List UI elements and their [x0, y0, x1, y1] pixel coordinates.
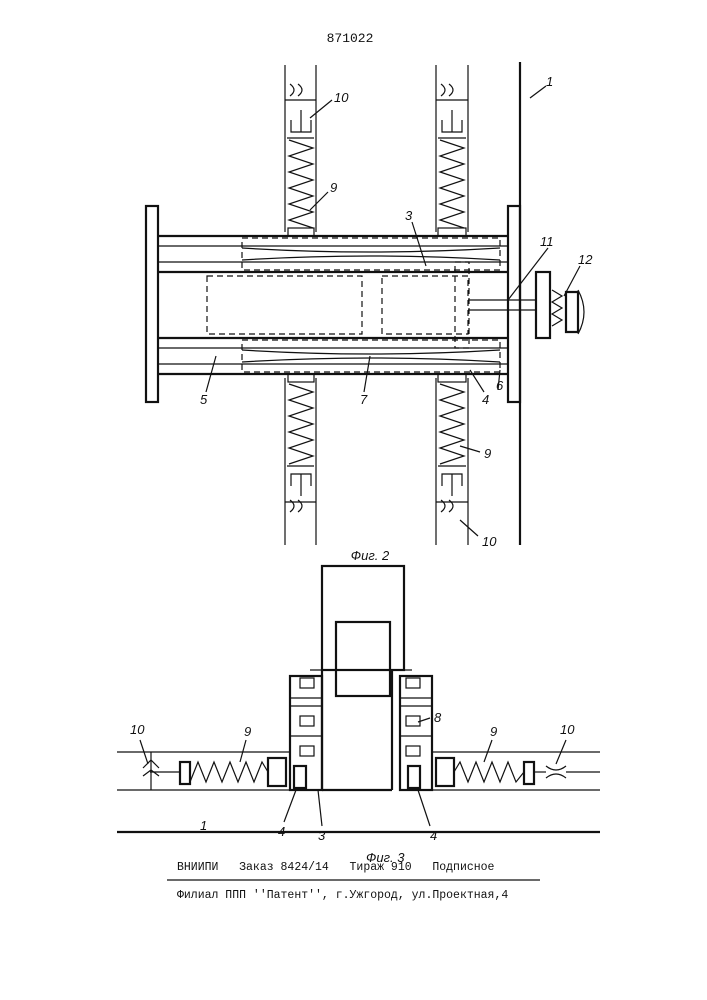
fig3-leader-lines: [140, 718, 566, 826]
figure-2-caption: Фиг. 2: [351, 548, 390, 563]
carriage-dashed: [207, 262, 469, 348]
label-10-bottom: 10: [482, 534, 497, 549]
central-column: [310, 566, 412, 790]
label-11: 11: [540, 234, 554, 249]
label-9-bottom: 9: [484, 446, 491, 461]
label-1: 1: [546, 74, 553, 89]
label-6: 6: [496, 378, 504, 393]
spring-mount-top-left: [288, 228, 314, 236]
label-9-right: 9: [490, 724, 497, 739]
figure-2-labels: 1 10 9 3 11 12 5 7 4 6 9 10: [200, 74, 593, 549]
label-10-left: 10: [130, 722, 145, 737]
label-7: 7: [360, 392, 368, 407]
label-9-left: 9: [244, 724, 251, 739]
left-end-plate: [146, 206, 158, 402]
label-5: 5: [200, 392, 208, 407]
figure-3-labels: 10 9 8 9 10 1 4 3 4: [130, 710, 575, 843]
right-spring-assembly: [436, 758, 600, 786]
label-3-fig3: 3: [318, 828, 326, 843]
spring-mount-bottom-left: [288, 374, 314, 382]
right-end-plate: [508, 206, 520, 402]
spring-top: [287, 138, 466, 228]
label-1-fig3: 1: [200, 818, 207, 833]
break-marks-bottom: [285, 500, 468, 512]
left-carriage: [290, 676, 322, 790]
label-9-top: 9: [330, 180, 337, 195]
publication-footer: ВНИИПИ Заказ 8424/14 Тираж 910 Подписное…: [167, 861, 540, 902]
figure-2: 1 10 9 3 11 12 5 7 4 6 9 10 Фиг. 2: [146, 62, 593, 563]
right-carriage: [400, 676, 432, 790]
left-spring-assembly: [143, 752, 286, 790]
label-3: 3: [405, 208, 413, 223]
footer-line-2: Филиал ППП ''Патент'', г.Ужгород, ул.Про…: [177, 889, 508, 902]
rails: [285, 62, 520, 545]
leader-lines: [206, 86, 580, 536]
actuator: [468, 272, 584, 338]
spring-mount-top-right: [438, 228, 466, 236]
rods-dashed: [242, 238, 500, 372]
label-10-top: 10: [334, 90, 349, 105]
label-12: 12: [578, 252, 593, 267]
spring-mount-bottom-right: [438, 374, 466, 382]
label-10-right: 10: [560, 722, 575, 737]
figure-3: 10 9 8 9 10 1 4 3 4 Фиг. 3: [117, 566, 600, 865]
label-8: 8: [434, 710, 442, 725]
footer-line-1: ВНИИПИ Заказ 8424/14 Тираж 910 Подписное: [177, 861, 495, 874]
label-4-right: 4: [430, 828, 437, 843]
spring-bottom: [287, 384, 466, 466]
break-marks-top: [285, 84, 468, 100]
label-4: 4: [482, 392, 489, 407]
patent-number: 871022: [327, 31, 374, 46]
label-4-left: 4: [278, 824, 285, 839]
